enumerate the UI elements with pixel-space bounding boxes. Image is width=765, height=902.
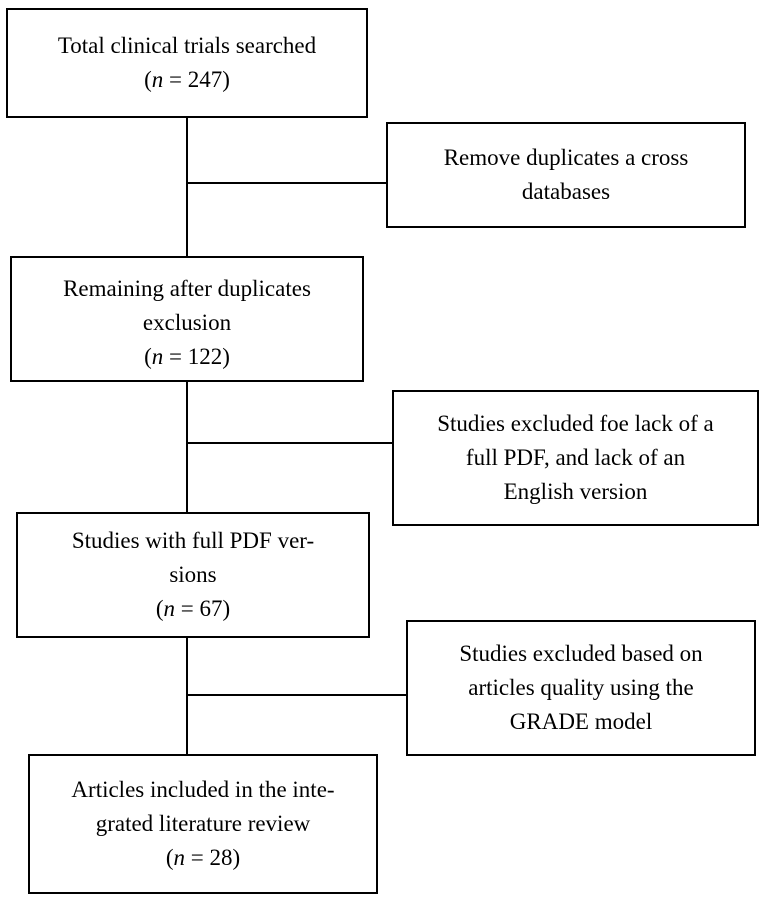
box-count: (n = 28) [165,845,241,870]
branch-to-pdf-excluded-box [186,442,394,444]
box-total-trials-searched: Total clinical trials searched (n = 247) [6,8,368,118]
box-label-line: GRADE model [509,709,653,734]
connector-fullpdf-to-included [186,636,188,756]
box-label-line: Remove duplicates a cross [443,145,689,170]
branch-to-grade-excluded-box [186,694,408,696]
box-label-line: Studies excluded based on [459,641,703,666]
box-label-line: Studies excluded foe lack of a [437,411,714,436]
box-label-line: articles quality using the [468,675,694,700]
box-count: (n = 122) [144,344,230,369]
box-label-line: English version [503,479,648,504]
branch-to-duplicates-box [186,182,388,184]
box-label-line: Total clinical trials searched [57,33,317,58]
box-studies-with-full-pdf: Studies with full PDF ver- sions (n = 67… [16,512,370,638]
connector-remaining-to-fullpdf [186,380,188,514]
box-label-line: full PDF, and lack of an [465,445,686,470]
box-label-line: grated literature review [95,811,311,836]
connector-total-to-remaining [186,116,188,257]
box-label-line: Studies with full PDF ver- [71,528,315,553]
box-remaining-after-duplicates: Remaining after duplicates exclusion (n … [10,256,364,382]
box-label-line: Articles included in the inte- [71,777,335,802]
box-label-line: exclusion [142,310,232,335]
box-label-line: sions [169,562,217,587]
box-label-line: databases [521,179,611,204]
box-excluded-no-pdf-or-english: Studies excluded foe lack of a full PDF,… [392,390,759,526]
box-count: (n = 67) [155,596,231,621]
box-label-line: Remaining after duplicates [63,276,311,301]
box-count: (n = 247) [144,67,230,92]
box-articles-included: Articles included in the inte- grated li… [28,754,378,894]
box-excluded-grade-quality: Studies excluded based on articles quali… [406,620,756,756]
box-remove-duplicates: Remove duplicates a cross databases [386,122,746,228]
